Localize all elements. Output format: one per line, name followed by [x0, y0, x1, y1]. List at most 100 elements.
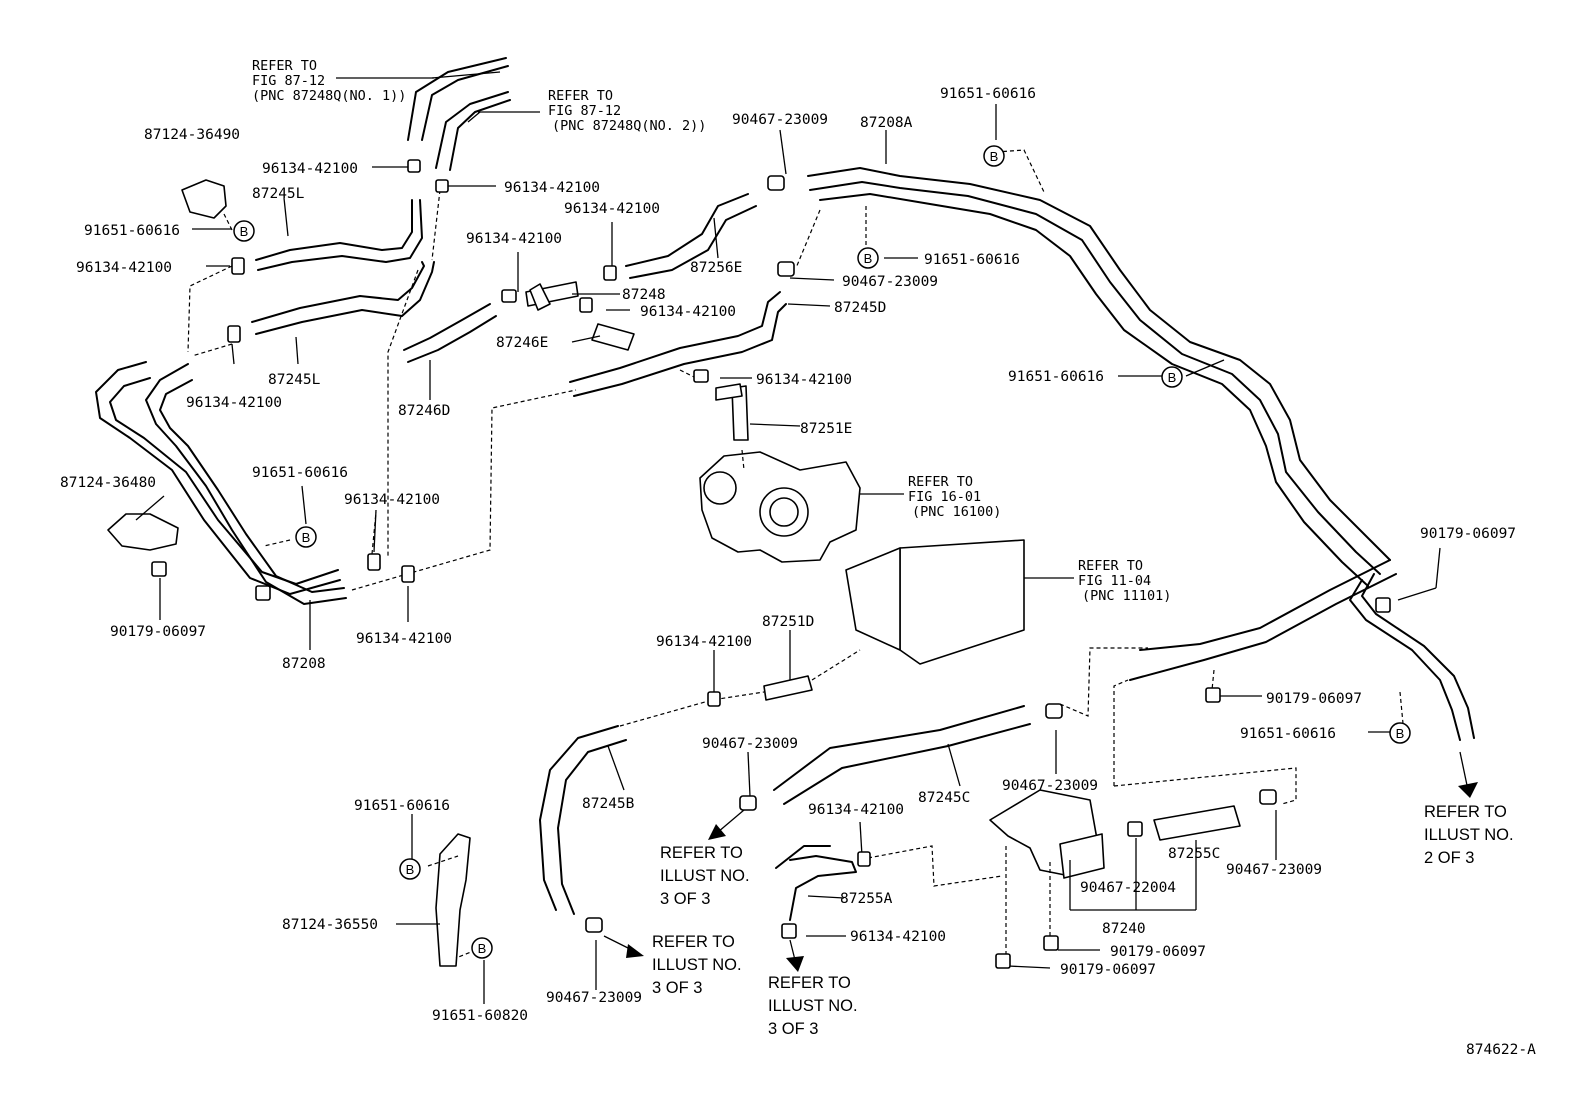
- clamp: [435, 179, 449, 193]
- part-label: 90467-23009: [702, 736, 798, 752]
- part-label: 91651-60820: [432, 1008, 528, 1024]
- clamp: [781, 923, 797, 939]
- part-label: 90467-23009: [1226, 862, 1322, 878]
- part-label: 90179-06097: [1420, 526, 1516, 542]
- part-label: 87124-36550: [282, 917, 378, 933]
- svg-text:B: B: [1168, 370, 1177, 385]
- nut: [995, 953, 1011, 969]
- part-label: 87124-36480: [60, 475, 156, 491]
- refer-note-illust-3-of-3: REFER TO ILLUST NO. 3 OF 3: [652, 933, 746, 997]
- part-label: 87240: [1102, 921, 1146, 937]
- svg-text:B: B: [302, 530, 311, 545]
- part-label: 96134-42100: [640, 304, 736, 320]
- clamp: [693, 369, 709, 383]
- svg-text:B: B: [864, 251, 873, 266]
- part-label: 96134-42100: [564, 201, 660, 217]
- part-label: 96134-42100: [262, 161, 358, 177]
- arrow-icon: [717, 809, 745, 833]
- part-label: 87208: [282, 656, 326, 672]
- part-label: 87255C: [1168, 846, 1220, 862]
- clamp: [739, 795, 757, 811]
- clamp: [585, 917, 603, 933]
- part-label: 96134-42100: [76, 260, 172, 276]
- refer-note-fig-11-04: REFER TO FIG 11-04 (PNC 11101): [1078, 558, 1171, 604]
- diagram-code: 874622-A: [1466, 1042, 1536, 1058]
- svg-text:B: B: [240, 224, 249, 239]
- clamp: [707, 691, 721, 707]
- arrow-icon: [708, 824, 726, 840]
- refer-note-fig-87-12-no1: REFER TO FIG 87-12 (PNC 87248Q(NO. 1)): [252, 58, 406, 104]
- bolt-marker: B: [1161, 366, 1183, 388]
- bolt-marker: B: [471, 937, 493, 959]
- part-label: 96134-42100: [504, 180, 600, 196]
- part-label: 87246D: [398, 403, 450, 419]
- arrow-icon: [1459, 751, 1469, 791]
- svg-text:B: B: [406, 862, 415, 877]
- nut: [1043, 935, 1059, 951]
- part-label: 87256E: [690, 260, 742, 276]
- svg-text:B: B: [1396, 726, 1405, 741]
- part-label: 90467-23009: [546, 990, 642, 1006]
- arrow-icon: [786, 956, 804, 972]
- bolt-marker: B: [1389, 722, 1411, 744]
- clamp: [401, 565, 415, 583]
- part-label: 91651-60616: [924, 252, 1020, 268]
- part-label: 90179-06097: [1060, 962, 1156, 978]
- part-number-labels: 87124-36490 87245L 91651-60616 96134-421…: [60, 86, 1516, 1024]
- refer-note-fig-87-12-no2: REFER TO FIG 87-12 (PNC 87248Q(NO. 2)): [548, 88, 706, 134]
- refer-note-illust-3-of-3: REFER TO ILLUST NO. 3 OF 3: [660, 844, 754, 908]
- bolt-marker: B: [295, 526, 317, 548]
- part-label: 87245L: [252, 186, 305, 202]
- arrow-icon: [1458, 782, 1478, 798]
- bolt-markers: B B B B B B B B: [233, 145, 1411, 959]
- refer-note-fig-16-01: REFER TO FIG 16-01 (PNC 16100): [908, 474, 1001, 520]
- direction-arrows: [603, 751, 1478, 972]
- part-label: 87124-36490: [144, 127, 240, 143]
- part-label: 87245B: [582, 796, 635, 812]
- part-label: 96134-42100: [756, 372, 852, 388]
- clamp: [857, 851, 871, 867]
- part-label: 96134-42100: [850, 929, 946, 945]
- hose-drawings: [95, 57, 1475, 967]
- svg-text:B: B: [478, 941, 487, 956]
- part-label: 87251D: [762, 614, 814, 630]
- svg-text:B: B: [990, 149, 999, 164]
- hose-clamps: [151, 159, 1391, 969]
- clamp: [255, 585, 271, 601]
- clamp: [1045, 703, 1063, 719]
- part-label: 91651-60616: [1008, 369, 1104, 385]
- part-label: 90467-23009: [1002, 778, 1098, 794]
- clamp: [367, 553, 381, 571]
- part-label: 87208A: [860, 115, 913, 131]
- nut: [1205, 687, 1221, 703]
- part-label: 96134-42100: [808, 802, 904, 818]
- part-label: 87245D: [834, 300, 886, 316]
- refer-note-illust-2-of-3: REFER TO ILLUST NO. 2 OF 3: [1424, 803, 1518, 867]
- part-label: 90179-06097: [1266, 691, 1362, 707]
- part-label: 87245C: [918, 790, 970, 806]
- part-label: 96134-42100: [356, 631, 452, 647]
- clamp: [579, 297, 593, 313]
- clamp: [767, 175, 785, 191]
- part-label: 90467-23009: [732, 112, 828, 128]
- part-label: 91651-60616: [940, 86, 1036, 102]
- refer-note-illust-3-of-3: REFER TO ILLUST NO. 3 OF 3: [768, 974, 862, 1038]
- part-label: 90179-06097: [1110, 944, 1206, 960]
- clamp: [1259, 789, 1277, 805]
- clamp: [603, 265, 617, 281]
- part-label: 90467-23009: [842, 274, 938, 290]
- nut: [151, 561, 167, 577]
- clamp: [1127, 821, 1143, 837]
- bolt-marker: B: [399, 858, 421, 880]
- nut: [1375, 597, 1391, 613]
- bolt-marker: B: [857, 247, 879, 269]
- clamp: [501, 289, 517, 303]
- part-label: 87246E: [496, 335, 548, 351]
- part-label: 91651-60616: [84, 223, 180, 239]
- part-label: 96134-42100: [186, 395, 282, 411]
- clamp: [231, 257, 245, 275]
- part-label: 87248: [622, 287, 666, 303]
- clamp: [227, 325, 241, 343]
- part-label: 90179-06097: [110, 624, 206, 640]
